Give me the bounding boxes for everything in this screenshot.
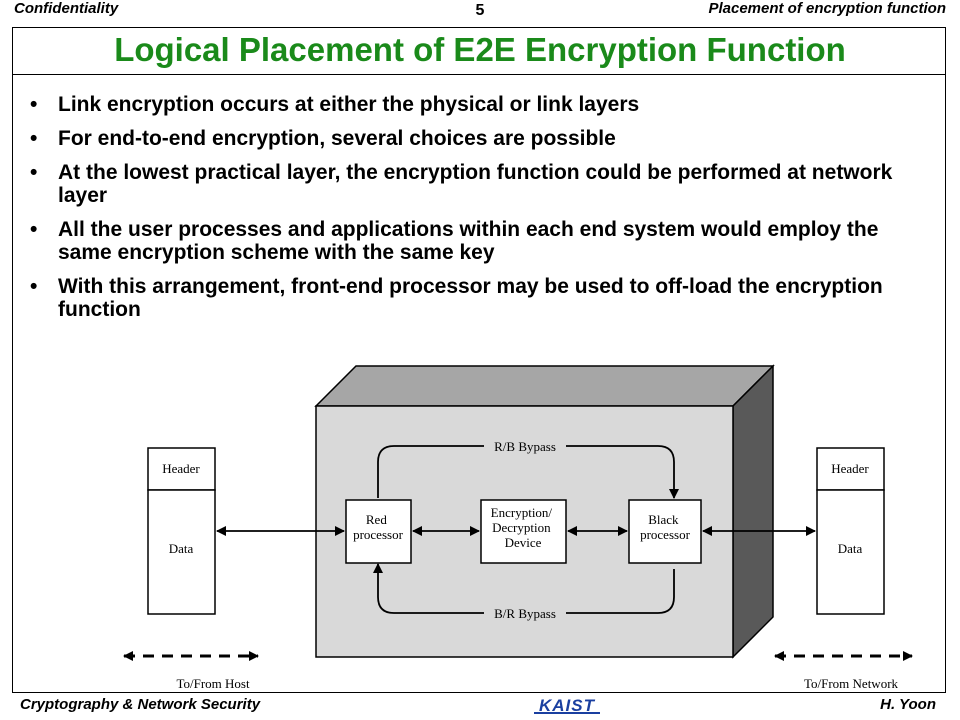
footer-course-title: Cryptography & Network Security <box>20 696 261 713</box>
bullet-text: All the user processes and applications … <box>58 218 879 264</box>
network-packet-header-label: Header <box>831 461 869 476</box>
bullet-marker: • <box>30 127 38 150</box>
slide-frame <box>12 27 946 693</box>
bullet-text: Link encryption occurs at either the phy… <box>58 93 640 116</box>
host-packet-header-box <box>147 447 216 491</box>
bullet-text: At the lowest practical layer, the encry… <box>58 161 893 207</box>
bullet-item: • Link encryption occurs at either the ph… <box>22 93 922 116</box>
bullet-marker: • <box>30 275 38 298</box>
title-divider <box>12 74 946 75</box>
black-processor-line: Black <box>648 512 679 527</box>
kaist-logo-underline <box>534 712 600 714</box>
bullet-item: • At the lowest practical layer, the encr… <box>22 161 922 207</box>
header-right-text: Placement of encryption function <box>708 0 946 17</box>
slide-title: Logical Placement of E2E Encryption Func… <box>114 31 846 68</box>
footer-author: H. Yoon <box>880 696 936 713</box>
encryption-device-line: Decryption <box>492 520 551 535</box>
kaist-logo-text: KAIST <box>539 696 596 715</box>
br-bypass-label-bg <box>484 604 566 621</box>
rb-bypass-label-bg <box>484 437 566 454</box>
encryption-device-line: Device <box>505 535 542 550</box>
host-packet-header-label: Header <box>162 461 200 476</box>
host-packet-data-label: Data <box>169 541 194 556</box>
network-packet-data-label: Data <box>838 541 863 556</box>
to-from-host-label: To/From Host <box>176 676 250 691</box>
bullet-marker: • <box>30 218 38 241</box>
network-packet-header-box <box>816 447 885 491</box>
kaist-logo: KAIST <box>534 696 600 715</box>
red-processor-line: processor <box>353 527 403 542</box>
bullet-marker: • <box>30 93 38 116</box>
red-processor-box <box>345 499 412 564</box>
black-processor-line: processor <box>640 527 690 542</box>
page-number: 5 <box>475 2 485 19</box>
bullet-text: With this arrangement, front-end process… <box>58 275 883 321</box>
host-packet-data-box <box>147 489 216 615</box>
bullet-list: • Link encryption occurs at either the ph… <box>22 93 922 332</box>
to-from-network-label: To/From Network <box>804 676 899 691</box>
red-processor-line: Red <box>366 512 387 527</box>
header-left-text: Confidentiality <box>14 0 119 17</box>
red-processor-label: Red processor <box>353 512 403 542</box>
black-processor-label: Black processor <box>640 512 690 542</box>
rb-bypass-label: R/B Bypass <box>494 439 556 454</box>
bullet-text: For end-to-end encryption, several choic… <box>58 127 616 150</box>
br-bypass-label: B/R Bypass <box>494 606 556 621</box>
black-processor-box <box>628 499 702 564</box>
fep-box-side <box>732 364 774 659</box>
encryption-device-box <box>480 499 567 564</box>
encryption-device-line: Encryption/ <box>491 505 553 520</box>
network-packet-data-box <box>816 489 885 615</box>
bullet-item: • For end-to-end encryption, several choi… <box>22 127 922 150</box>
encryption-device-label: Encryption/ Decryption Device <box>491 505 556 550</box>
fep-box-top <box>314 365 775 407</box>
bullet-item: • With this arrangement, front-end proces… <box>22 275 922 321</box>
bullet-marker: • <box>30 161 38 184</box>
bullet-item: • All the user processes and applications… <box>22 218 922 264</box>
